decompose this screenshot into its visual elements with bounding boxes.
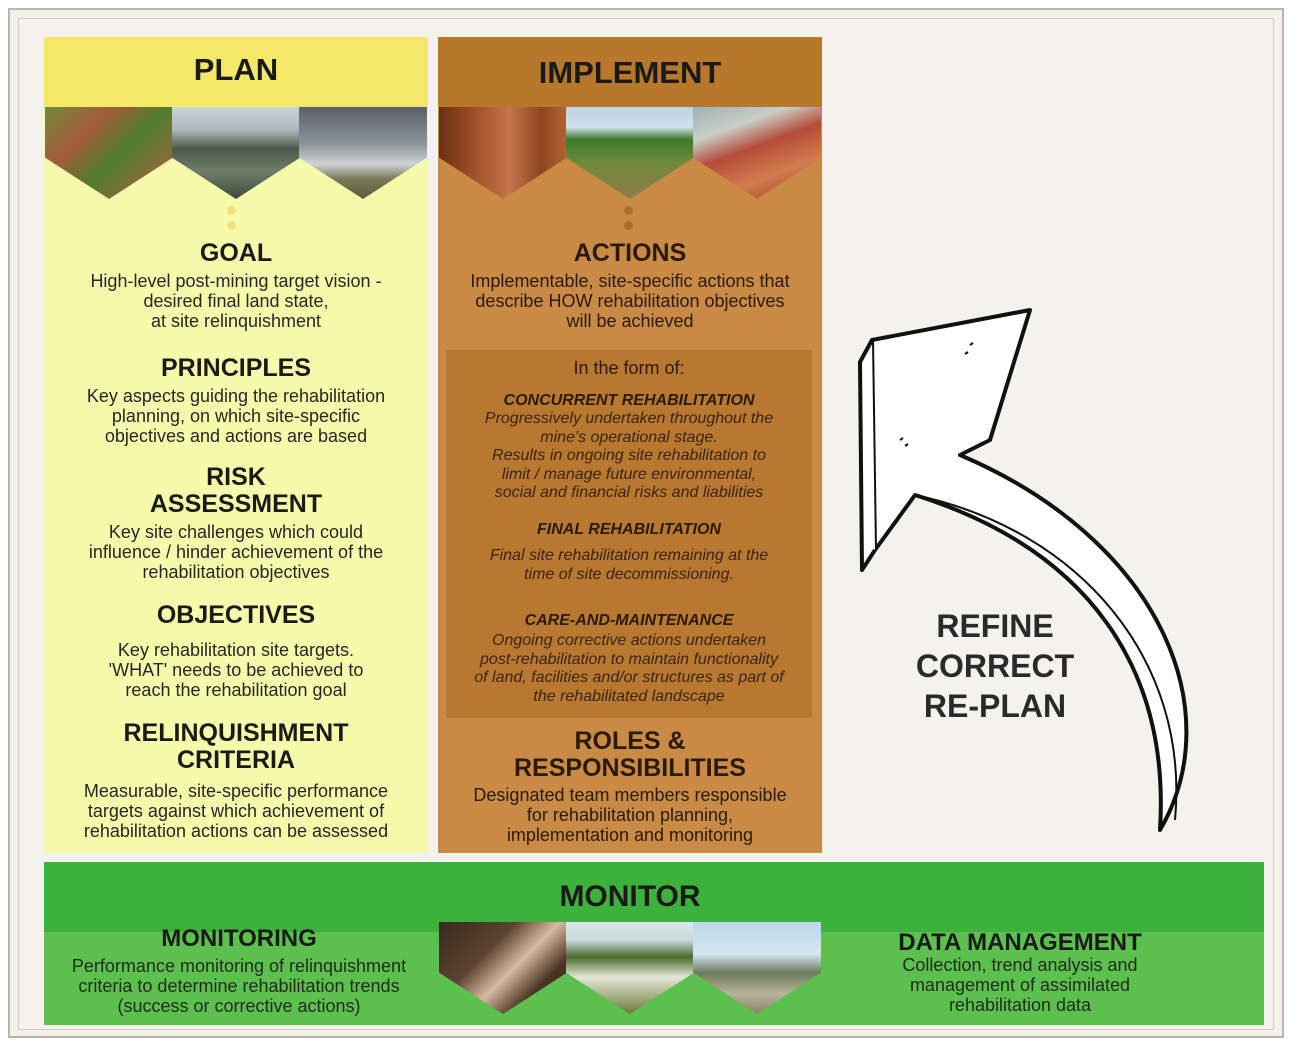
forms-panel <box>446 350 812 718</box>
monitor-title: MONITOR <box>559 880 701 913</box>
refine-line-1: REFINE <box>936 608 1054 644</box>
final-rehabilitation-title: FINAL REHABILITATION <box>537 521 721 538</box>
data-management-body: Collection, trend analysis and managemen… <box>902 955 1138 1015</box>
monitoring-body: Performance monitoring of relinquishment… <box>71 956 407 1016</box>
care-and-maintenance-title: CARE-AND-MAINTENANCE <box>524 612 734 629</box>
principles-body: Key aspects guiding the rehabilitation p… <box>86 386 386 446</box>
plan-header <box>44 37 428 107</box>
actions-title: ACTIONS <box>573 239 687 267</box>
goal-title: GOAL <box>199 239 273 267</box>
objectives-title: OBJECTIVES <box>156 601 316 629</box>
roles-responsibilities-body: Designated team members responsible for … <box>473 785 787 845</box>
actions-body: Implementable, site-specific actions tha… <box>470 271 790 331</box>
plan-title: PLAN <box>193 52 279 87</box>
final-rehabilitation-body: Final site rehabilitation remaining at t… <box>489 547 769 583</box>
refine-label: REFINE CORRECT RE-PLAN <box>900 606 1090 726</box>
forms-intro: In the form of: <box>573 358 685 378</box>
risk-assessment-body: Key site challenges which could influenc… <box>88 522 384 582</box>
risk-assessment-title: RISK ASSESSMENT <box>149 463 323 518</box>
loop-arrow-icon <box>858 308 1189 832</box>
implement-header <box>438 37 822 107</box>
data-management-title: DATA MANAGEMENT <box>898 929 1142 956</box>
care-and-maintenance-body: Ongoing corrective actions undertaken po… <box>474 632 784 705</box>
concurrent-rehabilitation-body: Progressively undertaken throughout the … <box>484 410 774 501</box>
goal-body: High-level post-mining target vision - d… <box>90 271 382 331</box>
refine-line-3: RE-PLAN <box>923 688 1067 724</box>
relinquishment-criteria-body: Measurable, site-specific performance ta… <box>83 781 389 841</box>
concurrent-rehabilitation-title: CONCURRENT REHABILITATION <box>503 392 755 409</box>
relinquishment-criteria-title: RELINQUISHMENT CRITERIA <box>123 719 349 774</box>
monitor-header-band <box>44 862 1264 932</box>
implement-connector-dots <box>623 200 633 236</box>
principles-title: PRINCIPLES <box>160 354 312 382</box>
plan-connector-dots <box>226 200 236 236</box>
objectives-body: Key rehabilitation site targets. 'WHAT' … <box>108 640 364 700</box>
refine-line-2: CORRECT <box>915 648 1075 684</box>
roles-responsibilities-title: ROLES & RESPONSIBILITIES <box>514 727 746 782</box>
monitoring-title: MONITORING <box>161 925 317 952</box>
implement-title: IMPLEMENT <box>538 55 722 90</box>
